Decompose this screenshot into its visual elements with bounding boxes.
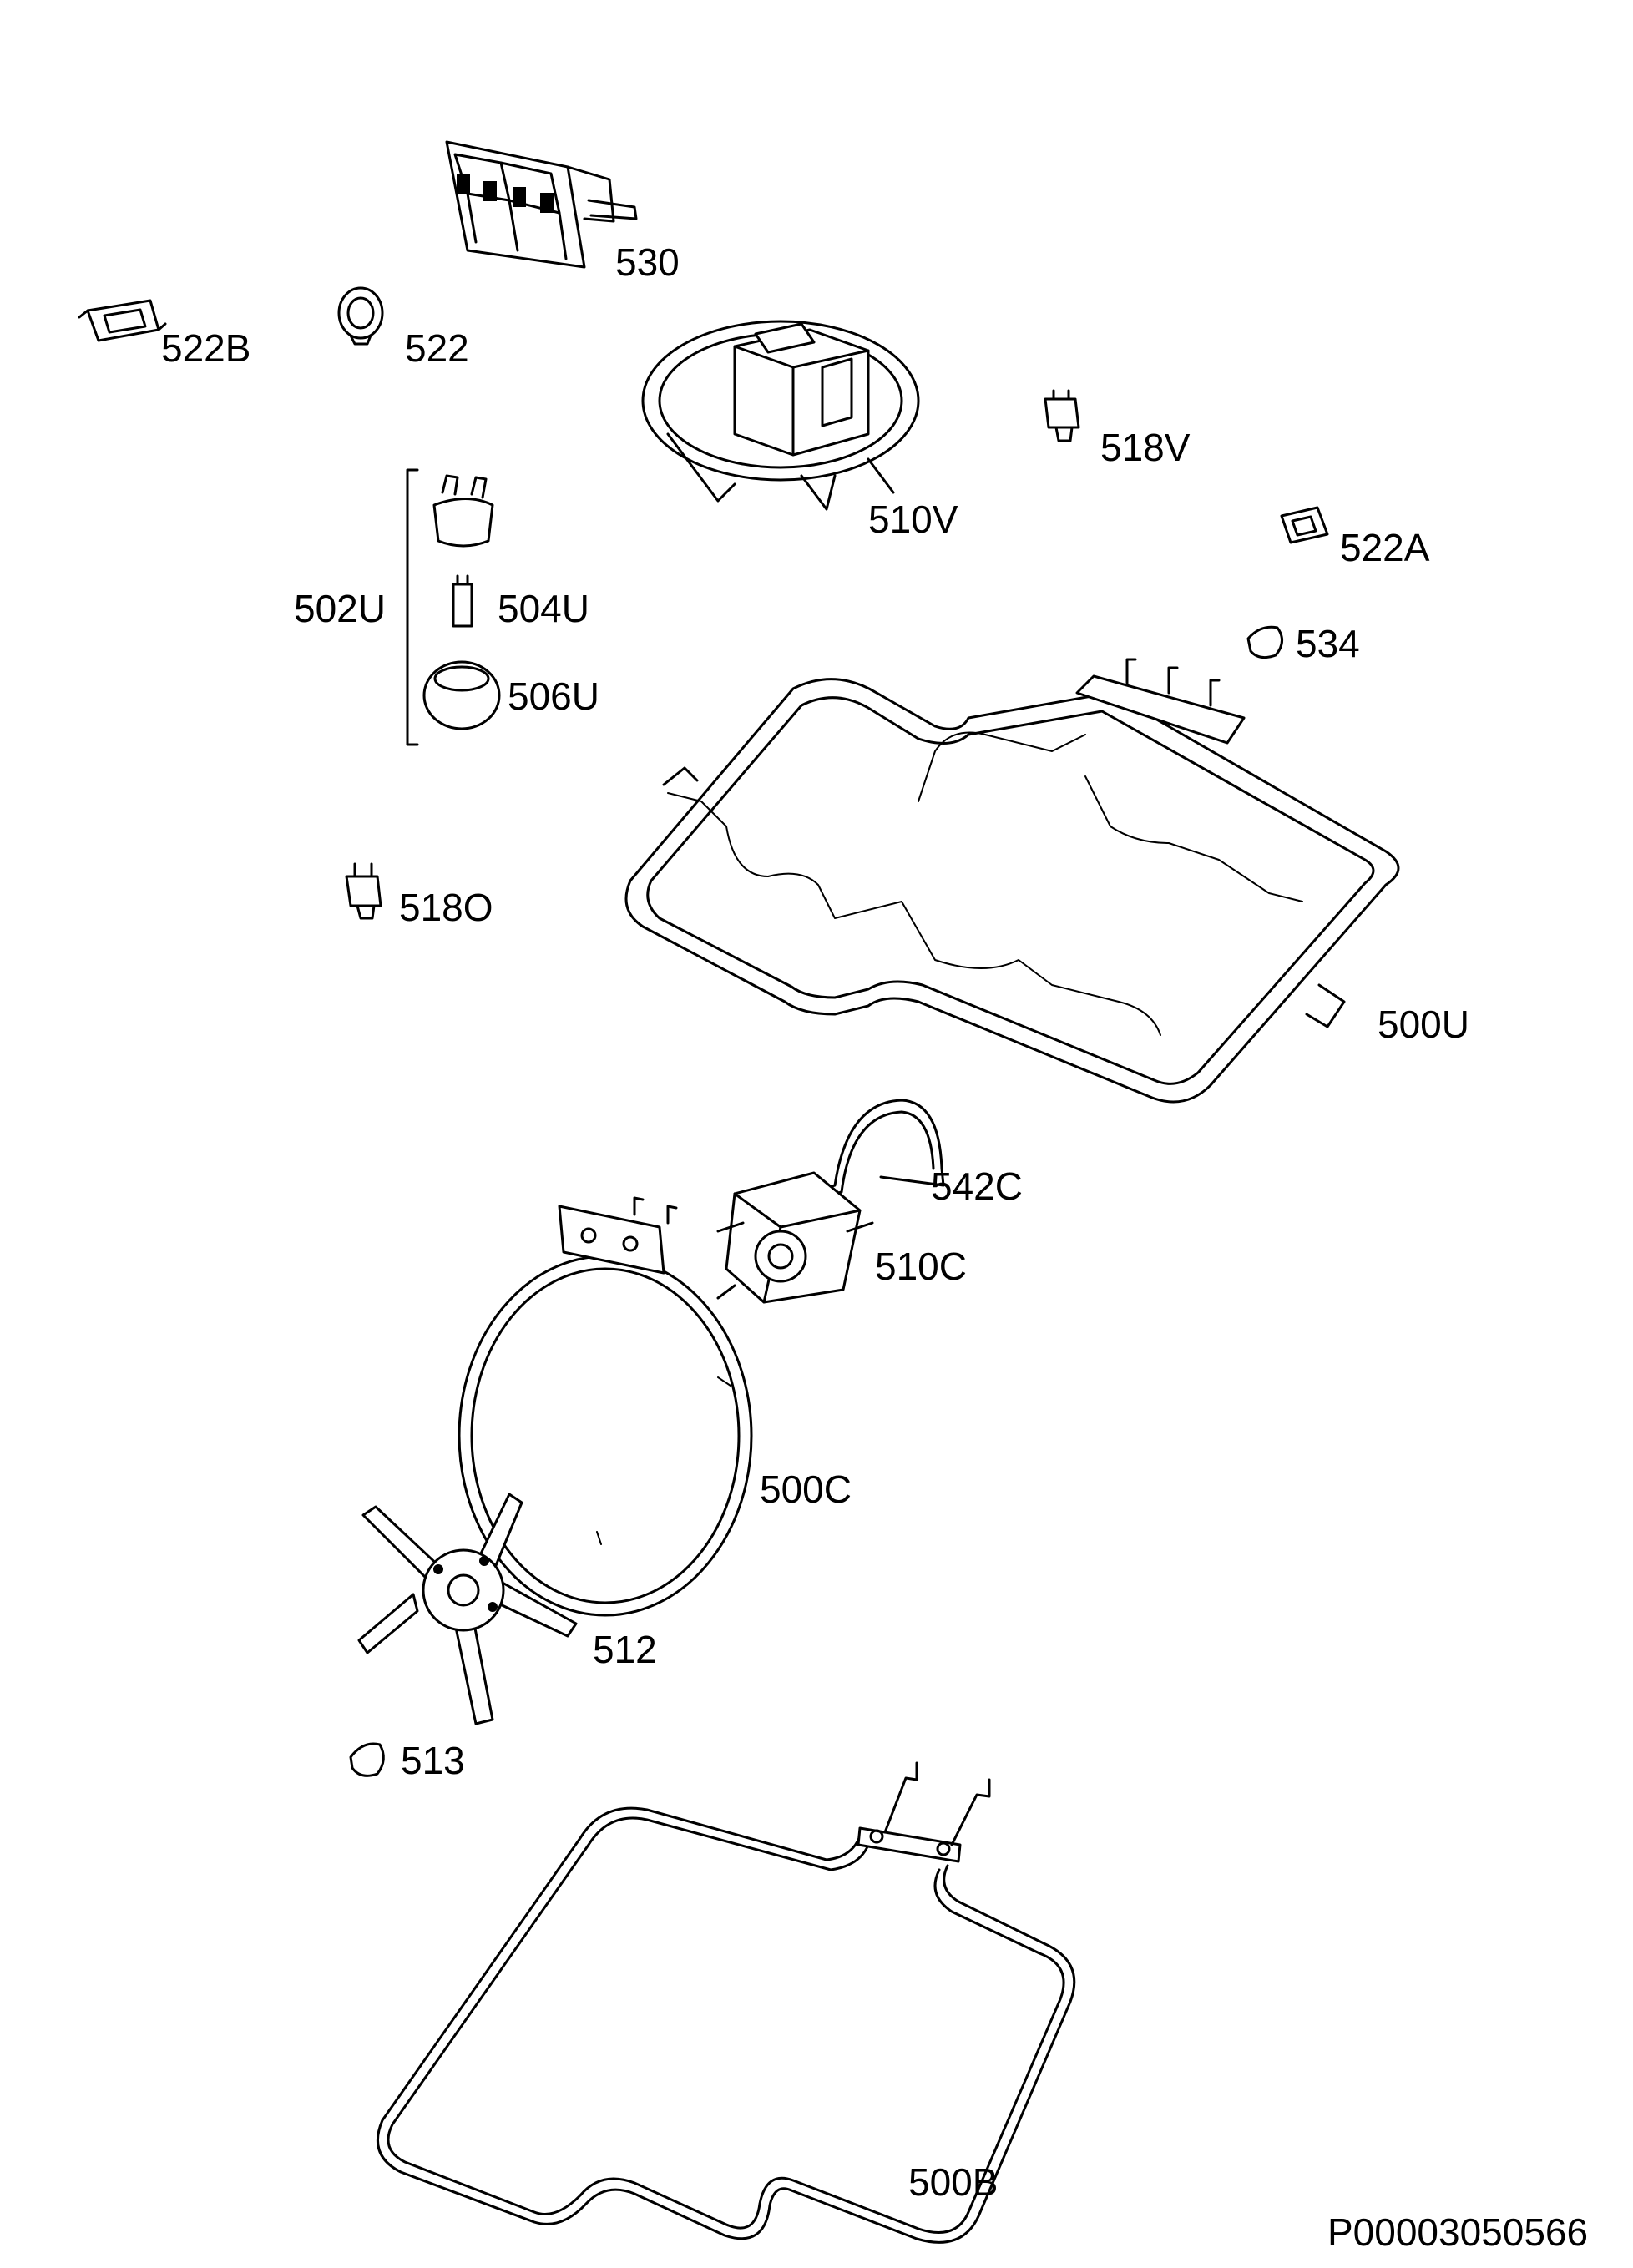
label-522: 522	[405, 326, 469, 370]
part-512-fan-blade[interactable]	[357, 1493, 578, 1725]
label-513: 513	[401, 1739, 465, 1782]
label-500U: 500U	[1378, 1003, 1469, 1046]
label-530: 530	[615, 240, 680, 284]
part-542C-wire-clip[interactable]	[779, 1099, 945, 1210]
document-id: P00003050566	[1327, 2210, 1588, 2254]
part-518O-clip[interactable]	[345, 862, 382, 920]
label-542C: 542C	[931, 1164, 1023, 1208]
label-512: 512	[593, 1628, 657, 1671]
part-506U-lamp-cover[interactable]	[422, 660, 501, 730]
part-522A-bracket[interactable]	[1280, 506, 1329, 544]
part-510C-convection-motor[interactable]	[716, 1171, 874, 1304]
label-518O: 518O	[399, 886, 493, 929]
part-504U-connector[interactable]	[452, 574, 473, 628]
label-522A: 522A	[1340, 526, 1430, 569]
label-510V: 510V	[868, 498, 958, 541]
part-510V-fan-motor[interactable]	[641, 320, 920, 511]
group-bracket-502U	[406, 468, 419, 746]
part-518V-clip[interactable]	[1044, 389, 1080, 442]
part-500B-bottom-element[interactable]	[376, 1761, 1076, 2244]
label-500C: 500C	[760, 1467, 852, 1511]
part-500C-circular-element[interactable]	[458, 1196, 753, 1617]
part-513-nut[interactable]	[349, 1742, 385, 1777]
part-502U-lamp-holder[interactable]	[432, 474, 494, 548]
part-500U-grill-element[interactable]	[624, 658, 1400, 1104]
label-504U: 504U	[498, 587, 589, 630]
label-510C: 510C	[875, 1245, 967, 1288]
label-506U: 506U	[508, 674, 599, 718]
label-534: 534	[1296, 622, 1360, 665]
part-534-cap[interactable]	[1246, 625, 1283, 659]
part-522B-bracket[interactable]	[78, 299, 167, 342]
part-522-clip[interactable]	[337, 286, 384, 346]
part-530-terminal-block[interactable]	[445, 140, 638, 269]
label-502U: 502U	[294, 587, 386, 630]
label-500B: 500B	[908, 2160, 998, 2204]
label-522B: 522B	[161, 326, 250, 370]
label-518V: 518V	[1100, 426, 1191, 469]
